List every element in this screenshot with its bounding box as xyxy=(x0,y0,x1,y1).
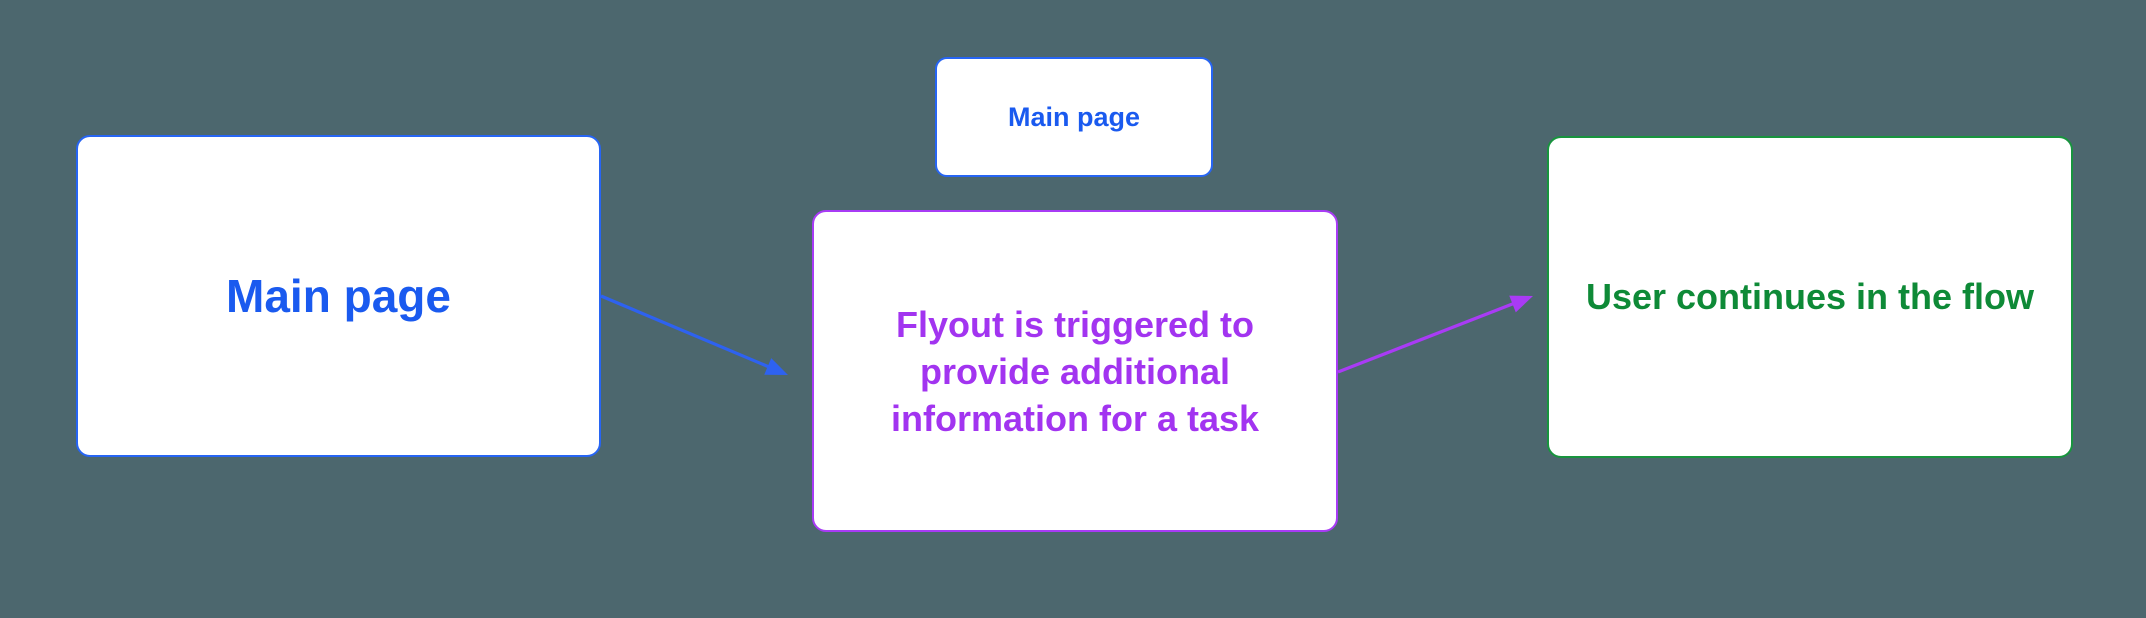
node-outcome-label: User continues in the flow xyxy=(1585,276,2035,317)
node-flyout-label: Flyout is triggered to provide additiona… xyxy=(814,301,1336,442)
node-flyout-line-2: provide additional xyxy=(919,350,1231,392)
node-flyout[interactable]: Flyout is triggered to provide additiona… xyxy=(812,210,1338,532)
node-outcome[interactable]: User continues in the flow xyxy=(1547,136,2073,458)
node-main-page-label: Main page xyxy=(226,270,451,322)
connector-main-to-flyout[interactable] xyxy=(600,294,788,375)
connector-flyout-to-outcome[interactable] xyxy=(1337,295,1533,374)
node-main-page-small[interactable]: Main page xyxy=(935,57,1213,177)
node-main-page[interactable]: Main page xyxy=(76,135,601,457)
node-flyout-line-3: information for a task xyxy=(890,397,1260,439)
node-main-page-small-label: Main page xyxy=(1007,101,1141,132)
node-flyout-line-1: Flyout is triggered to xyxy=(895,303,1254,345)
